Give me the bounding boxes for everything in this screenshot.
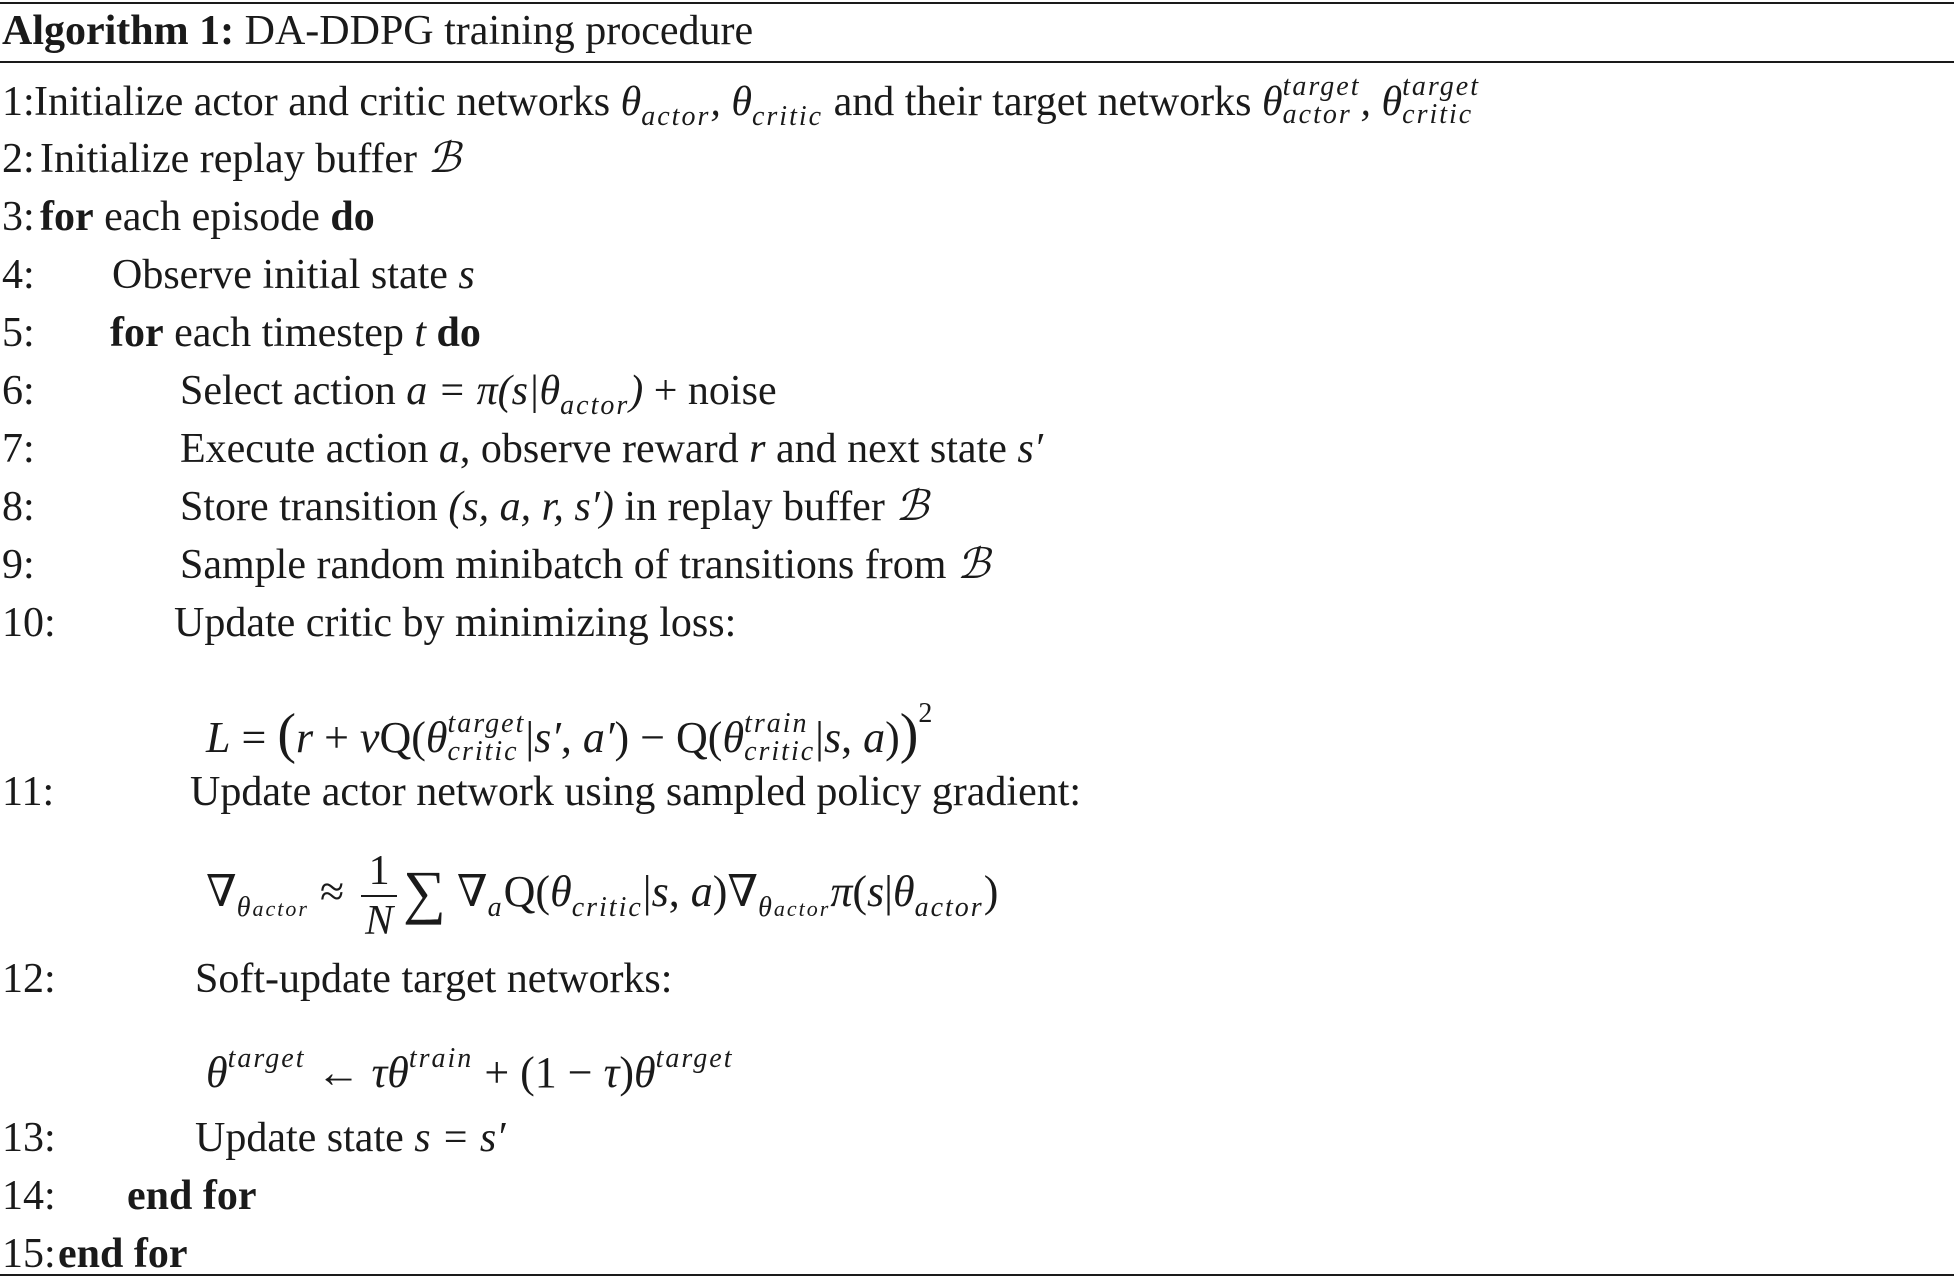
symbol-r: r	[749, 426, 766, 472]
line-body: Select action a = π(s|θactor) + noise	[180, 363, 777, 434]
caption-rule	[0, 61, 1954, 63]
symbol-t: t	[414, 310, 427, 356]
line-text: in replay buffer	[624, 484, 885, 530]
line-body: Update state s = s′	[195, 1110, 505, 1166]
symbol-s-prime: s′	[1017, 426, 1043, 472]
line-text: each episode	[104, 194, 320, 240]
actor-gradient-formula: ∇θactor ≈ 1 N ∑ ∇aQ(θcritic|s, a)∇θactor…	[206, 847, 999, 945]
line-body: Initialize actor and critic networks θac…	[34, 71, 1480, 145]
keyword-end-for: end for	[127, 1173, 257, 1219]
line-text: Update state	[195, 1115, 404, 1161]
replay-buffer-symbol: ℬ	[895, 484, 929, 530]
line-text: Execute action	[180, 426, 429, 472]
keyword-for: for	[40, 194, 94, 240]
line-number: 4:	[2, 252, 35, 298]
line-text: and their target networks	[833, 79, 1252, 125]
top-rule	[0, 2, 1954, 4]
theta-actor: θactor,	[620, 79, 721, 132]
algorithm-label: Algorithm 1:	[2, 8, 235, 54]
line-body: Update actor network using sampled polic…	[190, 764, 1081, 820]
keyword-end-for: end for	[58, 1231, 188, 1277]
line-number: 13:	[2, 1115, 56, 1161]
line-body: Initialize replay buffer ℬ	[40, 131, 461, 187]
state-update-expression: s = s′	[414, 1115, 506, 1161]
line-text: Initialize replay buffer	[40, 136, 418, 182]
keyword-do: do	[436, 310, 481, 356]
line-text: Soft-update target networks:	[195, 956, 673, 1002]
line-number: 2:	[2, 136, 35, 182]
fraction-numerator: 1	[361, 847, 398, 897]
fraction-denominator: N	[365, 897, 394, 944]
line-number: 7:	[2, 426, 35, 472]
bottom-rule	[0, 1274, 1954, 1276]
line-body: Execute action a, observe reward r and n…	[180, 421, 1043, 477]
line-text: Sample random minibatch of transitions f…	[180, 542, 947, 588]
replay-buffer-symbol: ℬ	[427, 136, 461, 182]
line-body: Soft-update target networks:	[195, 951, 672, 1007]
line-body: end for	[58, 1226, 188, 1282]
one-over-n-fraction: 1 N	[361, 847, 398, 945]
line-text: Select action	[180, 368, 396, 414]
line-number: 14:	[2, 1173, 56, 1219]
line-body: for each timestep t do	[110, 305, 481, 361]
line-number: 10:	[2, 600, 56, 646]
line-text: + noise	[653, 368, 777, 414]
symbol-a: a	[438, 426, 460, 472]
line-number: 1:	[2, 79, 35, 125]
line-body: Update critic by minimizing loss:	[174, 595, 736, 651]
keyword-for: for	[110, 310, 164, 356]
line-body: for each episode do	[40, 189, 375, 245]
algorithm-caption: Algorithm 1: DA-DDPG training procedure	[2, 6, 753, 56]
theta-critic: θcritic	[731, 79, 824, 132]
line-text: , observe reward	[459, 426, 739, 472]
line-body: Store transition (s, a, r, s′) in replay…	[180, 479, 928, 535]
algorithm-title: DA-DDPG training procedure	[244, 8, 754, 54]
line-number: 5:	[2, 310, 35, 356]
symbol-s: s	[458, 252, 475, 298]
line-number: 9:	[2, 542, 35, 588]
line-body: Sample random minibatch of transitions f…	[180, 537, 990, 593]
line-number: 11:	[2, 769, 55, 815]
line-text: Initialize actor and critic networks	[34, 79, 611, 125]
line-text: each timestep	[174, 310, 404, 356]
line-number: 15:	[2, 1231, 56, 1277]
soft-update-formula: θtarget ← τθtrain + (1 − τ)θtarget	[206, 1043, 734, 1097]
replay-buffer-symbol: ℬ	[956, 542, 990, 588]
line-number: 8:	[2, 484, 35, 530]
line-number: 3:	[2, 194, 35, 240]
line-text: Observe initial state	[112, 252, 448, 298]
line-body: Observe initial state s	[112, 247, 475, 303]
line-text: Store transition	[180, 484, 438, 530]
line-text: and next state	[775, 426, 1007, 472]
transition-tuple: (s, a, r, s′)	[448, 484, 614, 530]
line-text: Update critic by minimizing loss:	[174, 600, 737, 646]
line-text: Update actor network using sampled polic…	[190, 769, 1082, 815]
line-number: 6:	[2, 368, 35, 414]
line-number: 12:	[2, 956, 56, 1002]
policy-expression: a = π(s|θactor)	[406, 368, 644, 421]
keyword-do: do	[330, 194, 375, 240]
line-body: end for	[127, 1168, 257, 1224]
